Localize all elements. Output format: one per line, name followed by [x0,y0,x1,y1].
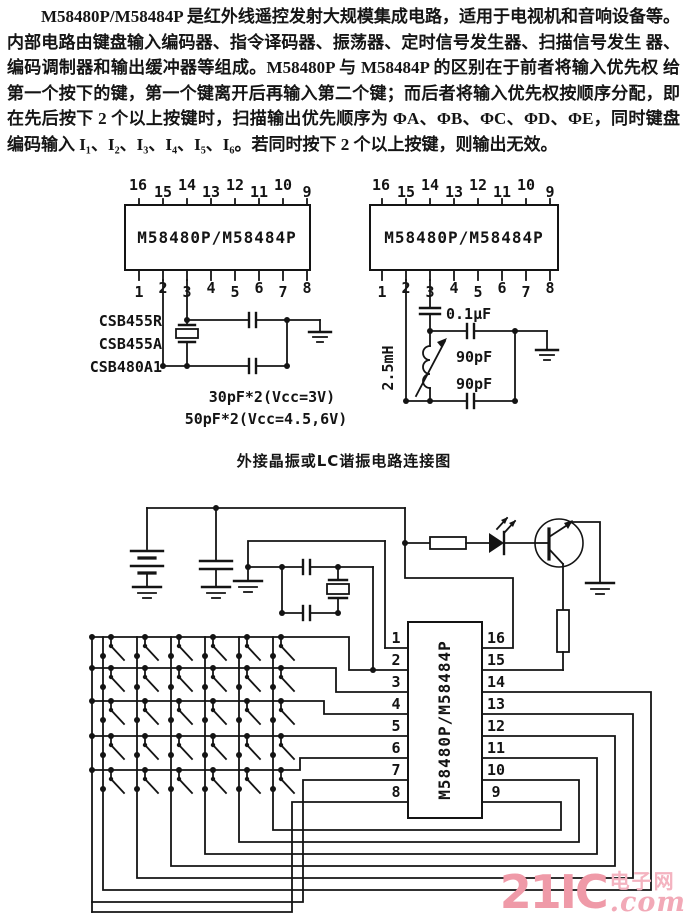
oscillator-section [232,540,409,673]
pin-label: 12 [226,176,244,194]
pin-label: 11 [250,183,268,201]
pin-label: 1 [134,283,143,301]
resistor [429,536,467,550]
variable-inductor [414,330,447,402]
ic-label: M58480P/M58484P [137,228,297,247]
column-wires [102,636,652,891]
resonator-model-list: CSB455R CSB455A CSB480A1 [90,312,163,376]
power-section [129,505,514,649]
ic-pinout-right: M58480P/M58484P 16 15 14 13 12 11 10 9 1… [369,176,559,301]
pin-label: 5 [230,283,239,301]
pin-label: 10 [517,176,535,194]
bottom-pin-labels: 1 2 3 4 5 6 7 8 [377,279,554,301]
pin-label: 4 [206,279,215,297]
ic-label: M58480P/M58484P [384,228,544,247]
pin-label: 6 [497,279,506,297]
pin-label: 4 [449,279,458,297]
pin-label: 16 [372,176,390,194]
bottom-pin-labels: 1 2 3 4 5 6 7 8 [134,279,311,301]
pin-label: 3 [391,673,400,691]
pin-label: 11 [493,183,511,201]
ground-symbol [307,319,333,343]
top-pin-labels: 16 15 14 13 12 11 10 9 [372,176,555,201]
pin-label: 15 [487,651,505,669]
pin-label: 16 [487,629,505,647]
ic-body [124,204,311,271]
pin-label: 10 [487,761,505,779]
right-pin-labels: 16 15 14 13 12 11 10 9 [487,629,505,801]
top-pin-labels: 16 15 14 13 12 11 10 9 [129,176,312,201]
ground-symbol [232,566,264,593]
pin-label: 15 [397,183,415,201]
ic-label: M58480P/M58484P [435,640,454,800]
cap-note-45-6v: 50pF*2(Vcc=4.5,6V) [185,410,348,428]
pin-label: 6 [391,739,400,757]
pin-label: 10 [274,176,292,194]
pin-label: 8 [545,279,554,297]
ceramic-resonator [175,319,199,367]
coupling-cap-value: 0.1μF [446,305,491,323]
top-pin-stubs [381,198,551,206]
pin-label: 14 [421,176,439,194]
resonator-model: CSB480A1 [90,358,162,376]
pin-label: 1 [391,629,400,647]
lc-circuit: 0.1μF 2.5mH 90pF 9 [379,279,560,410]
ic-application: M58480P/M58484P 1 2 3 4 5 6 7 8 16 15 14… [391,621,505,819]
pin-label: 13 [445,183,463,201]
pin-label: 9 [302,183,311,201]
ceramic-resonator [326,566,350,614]
resonator-model: CSB455R [99,312,163,330]
transistor [534,518,584,568]
resonator-model: CSB455A [99,335,162,353]
ic-body [407,621,483,819]
pin-label: 12 [469,176,487,194]
resistor [556,609,570,653]
left-pin-labels: 1 2 3 4 5 6 7 8 [391,629,400,801]
coupling-capacitor [418,306,442,332]
pin-label: 15 [154,183,172,201]
pin-label: 13 [487,695,505,713]
ic-body [369,204,559,271]
pin-label: 8 [391,783,400,801]
pin-label: 2 [391,651,400,669]
cap-top-value: 90pF [456,348,492,366]
bottom-pin-stubs [138,269,308,281]
application-circuit-diagram: M58480P/M58484P 1 2 3 4 5 6 7 8 16 15 14… [89,505,652,913]
pin-label: 5 [473,283,482,301]
ic-pinout-left: M58480P/M58484P 16 15 14 13 12 11 10 9 1 [124,176,312,301]
pin-label: 14 [178,176,196,194]
pin-label: 9 [491,783,500,801]
filter-capacitor [198,507,234,599]
intro-paragraph: M58480P/M58484P 是红外线遥控发射大规模集成电路，适用于电视机和音… [7,7,680,154]
crystal-circuit: CSB455R CSB455A CSB480A1 30pF*2(Vcc=3V) … [90,279,348,428]
output-driver-section [404,516,616,671]
ground-symbol [584,581,616,595]
oscillator-connection-diagrams: M58480P/M58484P 16 15 14 13 12 11 10 9 1 [90,176,560,470]
battery [129,507,165,599]
inductor-value: 2.5mH [379,345,397,390]
pin-label: 11 [487,739,505,757]
pin-label: 13 [202,183,220,201]
pin-label: 7 [278,283,287,301]
pin-label: 8 [302,279,311,297]
pin-label: 14 [487,673,505,691]
ground-symbol [514,330,560,361]
pin-label: 5 [391,717,400,735]
pin-label: 1 [377,283,386,301]
figure-caption: 外接晶振或LC谐振电路连接图 [236,452,452,470]
pin-label: 6 [254,279,263,297]
pin-label: 16 [129,176,147,194]
cap-note-3v: 30pF*2(Vcc=3V) [209,388,335,406]
led [489,516,517,556]
pin-label: 7 [391,761,400,779]
cap-bottom-value: 90pF [456,375,492,393]
top-pin-stubs [138,198,308,206]
bottom-pin-stubs [381,269,551,281]
pin-label: 12 [487,717,505,735]
pin-label: 4 [391,695,400,713]
pin-label: 7 [521,283,530,301]
pin-label: 9 [545,183,554,201]
